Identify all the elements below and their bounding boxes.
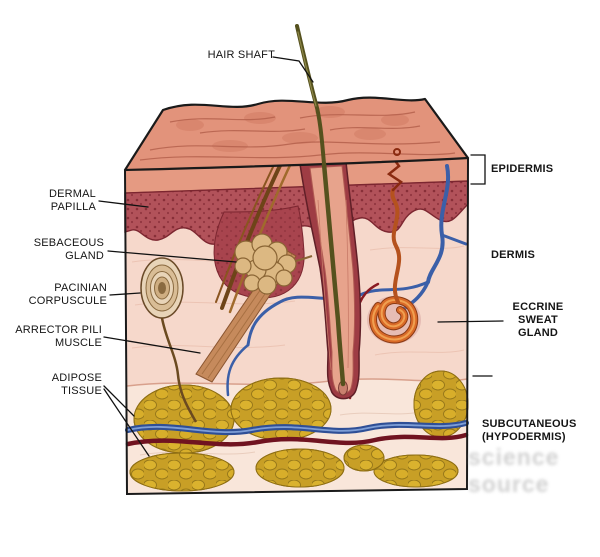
leader-eccrine bbox=[437, 320, 504, 323]
sweat-pore bbox=[393, 148, 401, 156]
sweat-duct-spiral bbox=[386, 156, 403, 192]
leader-arrector-pili bbox=[103, 336, 201, 354]
adipose-tissue bbox=[129, 370, 469, 492]
label-pacinian-corpuscule: PACINIAN CORPUSCULE bbox=[28, 282, 107, 307]
label-eccrine-sweat-gland: ECCRINE SWEAT GLAND bbox=[512, 301, 564, 339]
nerve-fiber bbox=[160, 317, 198, 423]
leader-lines bbox=[98, 56, 504, 457]
leader-adipose-1 bbox=[103, 385, 135, 417]
leader-pacinian bbox=[109, 292, 141, 296]
block-outline bbox=[124, 157, 469, 496]
leader-hair-shaft bbox=[272, 56, 314, 83]
label-dermal-papilla: DERMAL PAPILLA bbox=[48, 188, 96, 213]
hair-shaft bbox=[295, 24, 346, 387]
leader-adipose-2 bbox=[103, 388, 150, 457]
sebaceous-gland bbox=[234, 233, 313, 295]
blood-vessels-subcutaneous bbox=[125, 420, 469, 447]
leader-sebaceous-gland bbox=[107, 250, 237, 263]
label-adipose-tissue: ADIPOSE TISSUE bbox=[51, 372, 102, 397]
epidermis-bracket bbox=[470, 154, 486, 185]
watermark: science source bbox=[468, 444, 598, 498]
label-dermis: DERMIS bbox=[491, 249, 535, 261]
label-sebaceous-gland: SEBACEOUS GLAND bbox=[33, 237, 104, 262]
pacinian-corpuscle bbox=[140, 257, 198, 423]
label-subcutaneous: SUBCUTANEOUS (HYPODERMIS) bbox=[482, 418, 577, 443]
top-surface bbox=[123, 96, 470, 172]
watermark-line2: source bbox=[468, 471, 550, 497]
eccrine-sweat-gland bbox=[367, 156, 421, 344]
label-hair-shaft: HAIR SHAFT bbox=[207, 49, 275, 61]
label-epidermis: EPIDERMIS bbox=[491, 163, 554, 175]
leader-dermal-papilla bbox=[98, 200, 149, 208]
sweat-duct bbox=[390, 188, 402, 304]
label-arrector-pili-muscle: ARRECTOR PILI MUSCLE bbox=[15, 324, 102, 349]
watermark-line1: science bbox=[468, 444, 560, 470]
